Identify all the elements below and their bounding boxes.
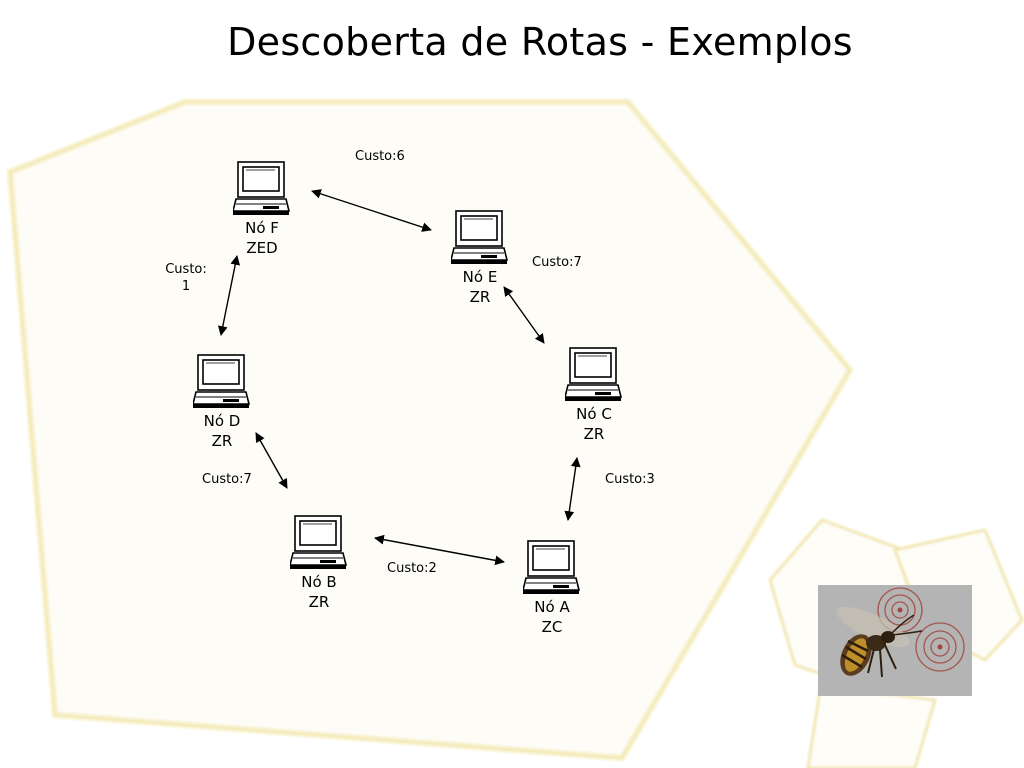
- cost-label-c-a: Custo:3: [605, 472, 655, 487]
- node-d-name: Nó D: [203, 412, 241, 430]
- node-c-name: Nó C: [576, 405, 612, 423]
- node-a-name: Nó A: [534, 598, 570, 616]
- node-f: Nó F ZED: [202, 160, 322, 258]
- node-f-role: ZED: [246, 239, 278, 257]
- wasp-image: [818, 585, 972, 696]
- computer-icon: [193, 354, 251, 408]
- cost-label-b-d: Custo:7: [202, 472, 252, 487]
- wasp-icon: [836, 606, 923, 678]
- cost-label-e-c: Custo:7: [532, 255, 582, 270]
- computer-icon: [523, 540, 581, 594]
- cost-label-a-b: Custo:2: [387, 561, 437, 576]
- node-b: Nó B ZR: [259, 514, 379, 612]
- computer-icon: [451, 210, 509, 264]
- small-hexagon-frame-3: [806, 688, 937, 768]
- cost-label-d-f: Custo: 1: [160, 261, 212, 295]
- node-a-role: ZC: [541, 618, 563, 636]
- cost-label-d-f-line2: 1: [181, 279, 191, 294]
- node-b-role: ZR: [308, 593, 330, 611]
- slide-title: Descoberta de Rotas - Exemplos: [227, 20, 853, 64]
- node-f-name: Nó F: [245, 219, 279, 237]
- cost-label-d-f-line1: Custo:: [165, 262, 207, 277]
- node-c-role: ZR: [583, 425, 605, 443]
- node-e-role: ZR: [469, 288, 491, 306]
- node-b-name: Nó B: [301, 573, 337, 591]
- node-e-name: Nó E: [462, 268, 498, 286]
- large-hexagon-frame: [8, 100, 852, 760]
- computer-icon: [290, 515, 348, 569]
- node-d-role: ZR: [211, 432, 233, 450]
- computer-icon: [565, 347, 623, 401]
- target-icon: [877, 587, 965, 672]
- node-d: Nó D ZR: [162, 353, 282, 451]
- node-e: Nó E ZR: [420, 209, 540, 307]
- node-c: Nó C ZR: [534, 346, 654, 444]
- cost-label-f-e: Custo:6: [355, 149, 405, 164]
- node-a: Nó A ZC: [492, 539, 612, 637]
- computer-icon: [233, 161, 291, 215]
